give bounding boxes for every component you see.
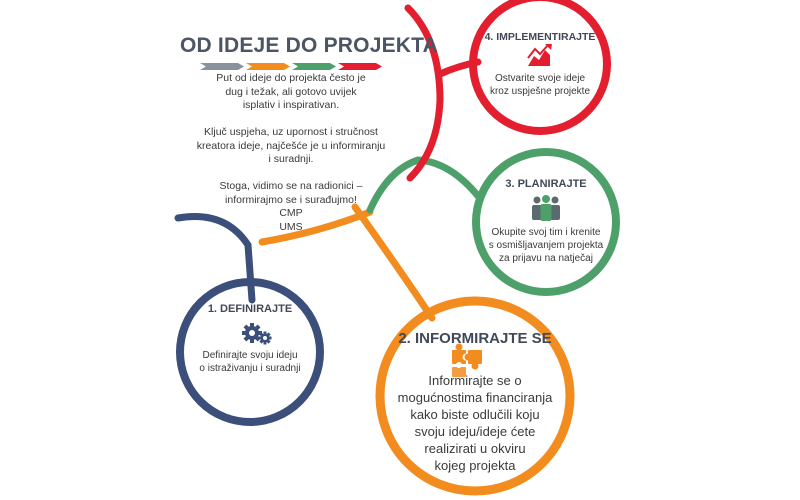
intro-line: dug i težak, ali gotovo uvijek [225,85,357,98]
intro-line: i suradnji. [268,153,314,165]
intro-text: Put od ideje do projekta često je dug i … [196,72,386,234]
page-title: OD IDEJE DO PROJEKTA [180,34,438,57]
gears-icon [242,323,272,345]
intro-line: Ključ uspjeha, uz upornost i stručnost [204,126,378,138]
intro-line: isplativ i inspirativan. [242,99,340,111]
step-title-implementirajte: 4. IMPLEMENTIRAJTE [484,31,596,43]
intro-line: informirajmo se i surađujmo! [225,193,357,206]
desc-line: Okupite svoj tim i krenite [491,227,601,238]
desc-line: Ostvarite svoje ideje [494,73,586,84]
step-desc-informirajte: Informirajte se o mogućnostima financira… [385,372,565,474]
circle-informirajte [375,296,575,496]
arrow-red [338,63,382,70]
desc-line: realizirati u okviru [424,441,526,456]
arrow-gray [200,63,244,70]
desc-line: s osmišljavanjem projekta [488,240,604,251]
growth-chart-icon [527,44,552,66]
desc-line: svoju ideju/ideje ćete [414,424,536,439]
connector-orange-main [351,203,436,322]
step-desc-definirajte: Definirajte svoju ideju o istraživanju i… [185,349,315,375]
title-arrow-bar [200,63,382,70]
circle-planirajte [472,148,620,296]
puzzle-icon [452,343,482,377]
step-desc-planirajte: Okupite svoj tim i krenite s osmišljavan… [476,226,616,265]
intro-line: Put od ideje do projekta često je [216,72,366,84]
circle-definirajte [176,278,324,426]
step-desc-implementirajte: Ostvarite svoje ideje kroz uspješne proj… [475,72,605,98]
desc-line: Definirajte svoju ideju [202,350,298,361]
desc-line: kako biste odlučili koju [410,407,540,422]
desc-line: o istraživanju i suradnji [199,363,301,374]
connector-navy [174,213,256,304]
desc-line: Informirajte se o [428,373,522,388]
intro-spacer [196,113,386,127]
desc-line: za prijavu na natječaj [499,253,593,264]
step-title-definirajte: 1. DEFINIRAJTE [207,303,293,315]
desc-line: mogućnostima financiranja [397,390,553,405]
intro-line: CMP [279,207,303,219]
desc-line: kojeg projekta [434,458,516,473]
intro-spacer [196,167,386,181]
intro-line: UMS [279,220,303,233]
desc-line: kroz uspješne projekte [489,86,591,97]
circle-implementirajte [469,0,611,135]
step-title-planirajte: 3. PLANIRAJTE [505,178,587,190]
arrow-green [292,63,336,70]
connector-green [366,156,482,214]
step-title-informirajte: 2. INFORMIRAJTE SE [398,330,552,347]
intro-line: kreatora ideje, najčešće je u informiran… [196,139,386,152]
arrow-orange [246,63,290,70]
intro-line: Stoga, vidimo se na radionici – [219,180,363,192]
team-icon [532,195,560,221]
connector-red [404,4,444,182]
